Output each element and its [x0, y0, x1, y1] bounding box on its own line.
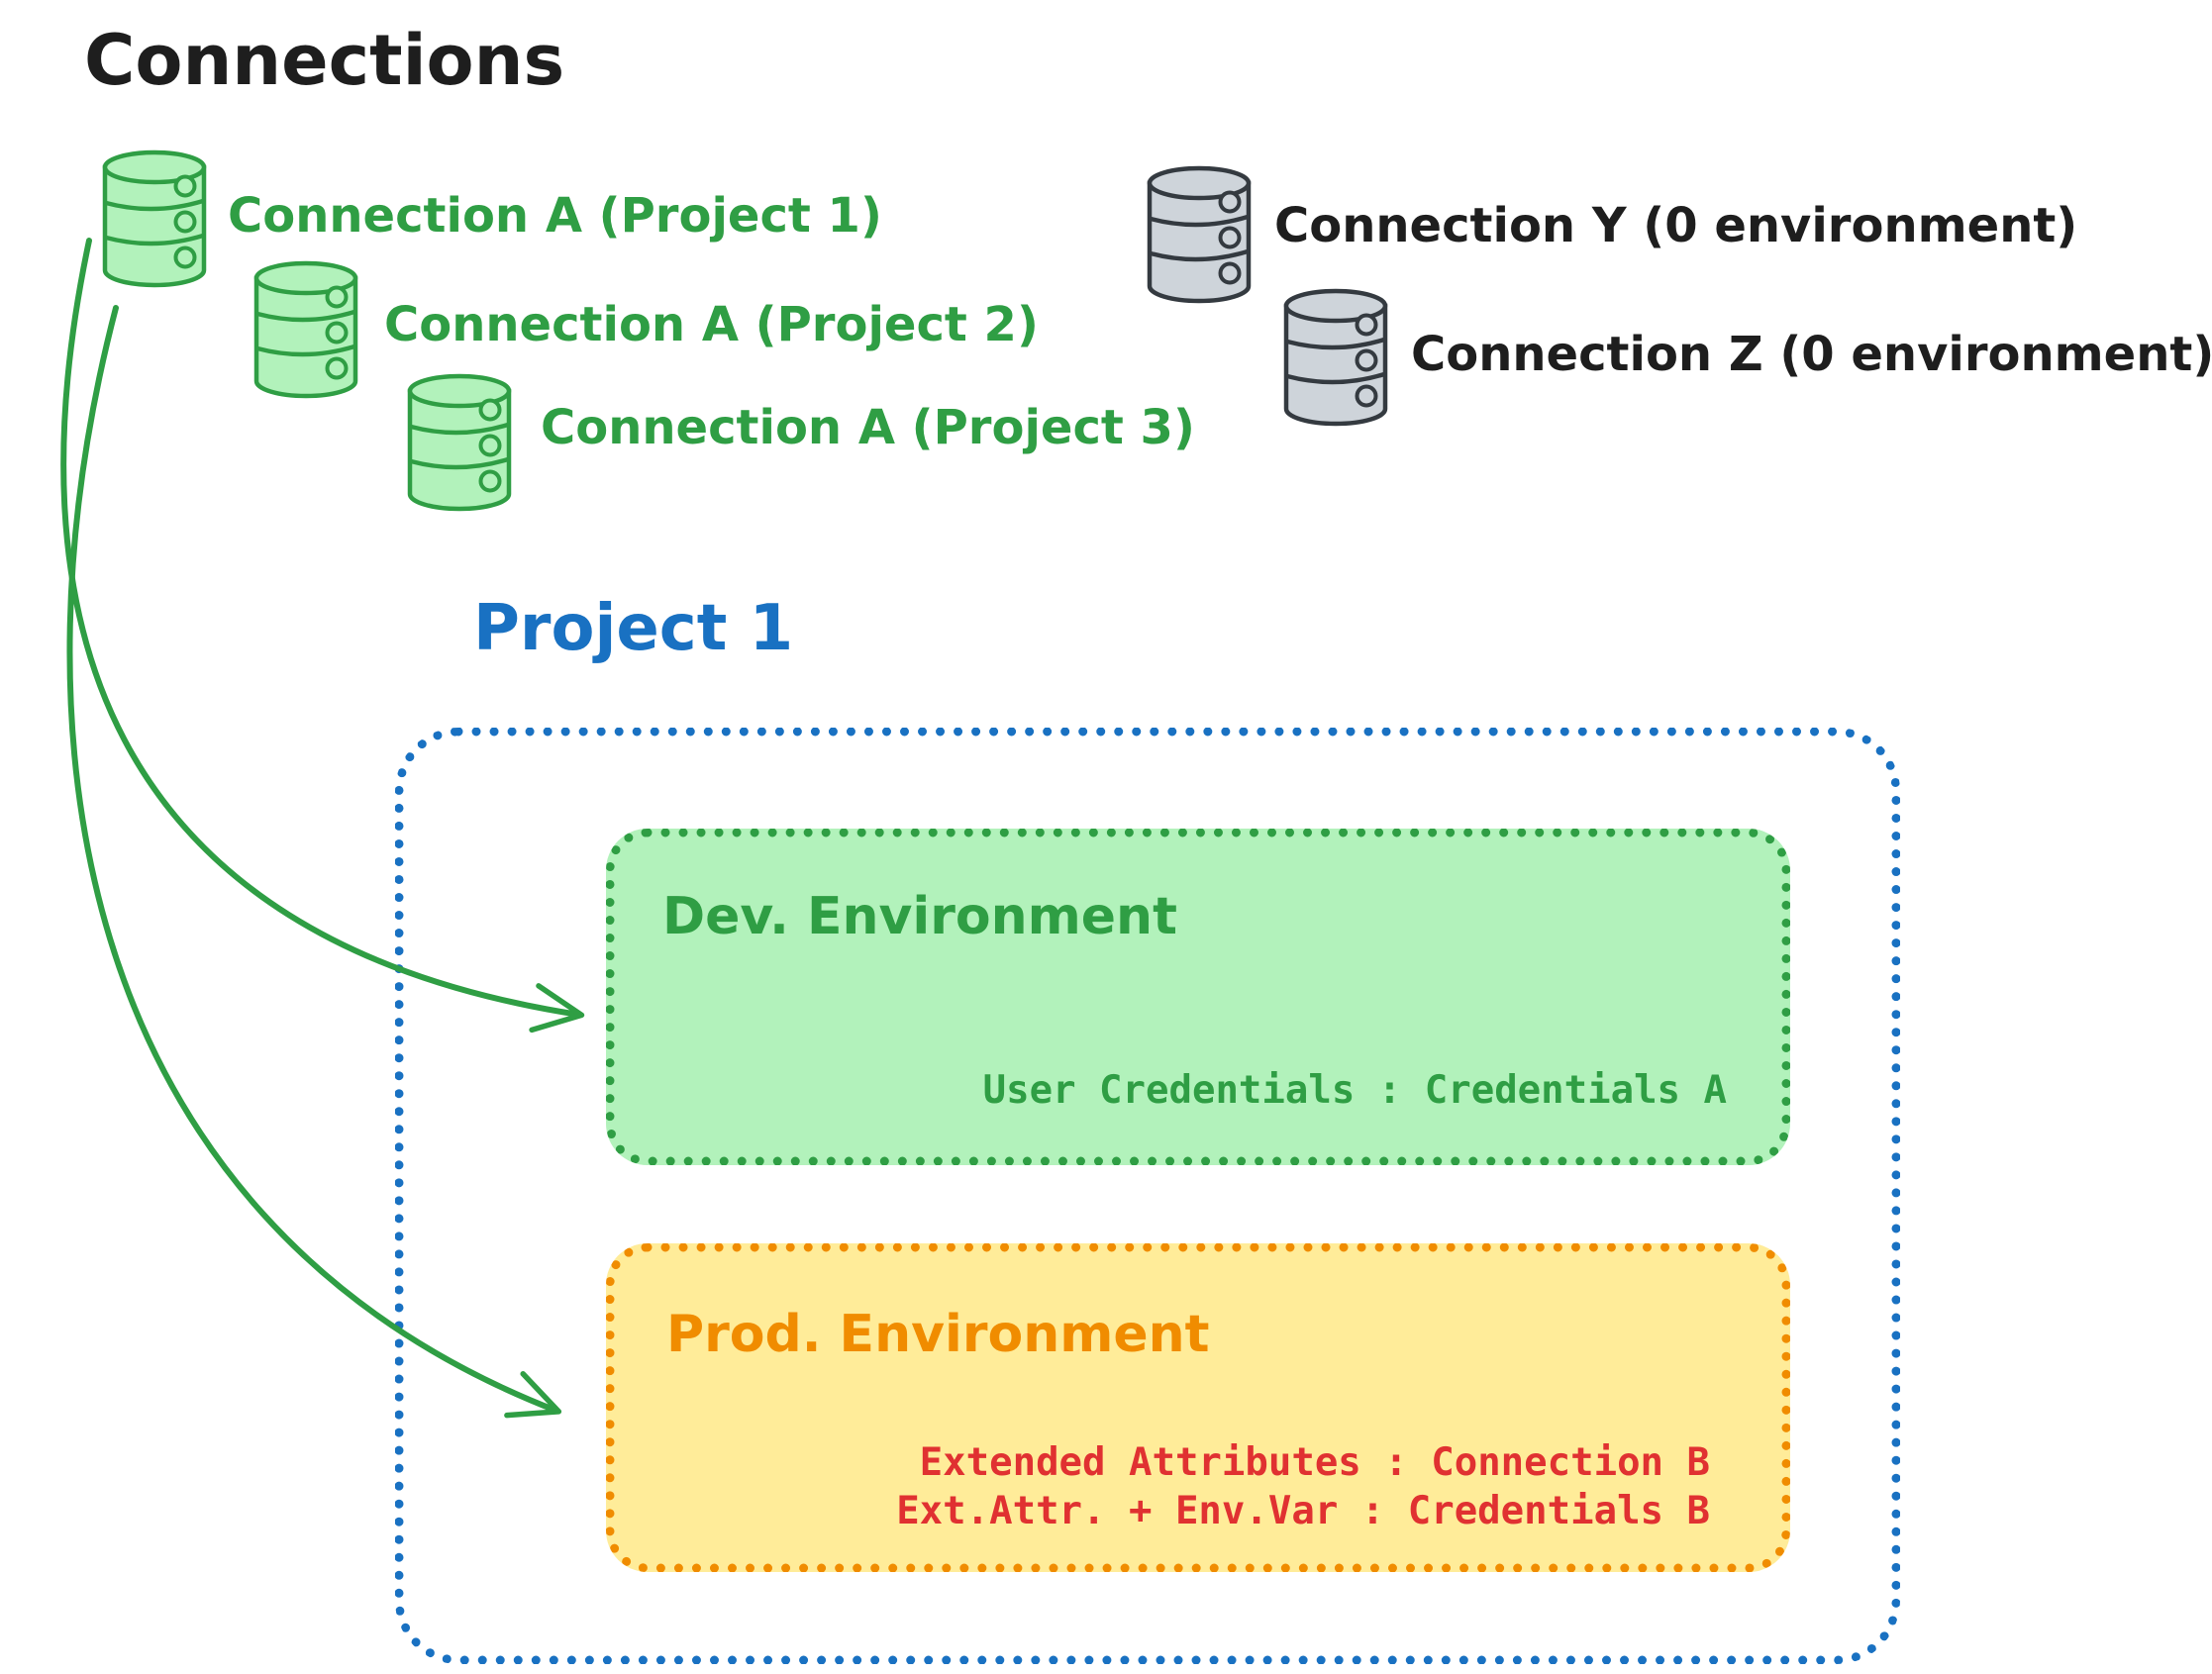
- project-1-title: Project 1: [473, 592, 794, 665]
- database-icon-connection-a-project-1: [102, 149, 207, 288]
- prod-extended-attributes-text: Extended Attributes : Connection B: [919, 1440, 1710, 1486]
- prod-environment-title: Prod. Environment: [666, 1305, 1210, 1364]
- database-icon-connection-a-project-3: [407, 373, 512, 512]
- dev-environment-credentials-text: User Credentials : Credentials A: [982, 1067, 1727, 1113]
- diagram-title: Connections: [84, 20, 565, 101]
- prod-environment-bindings-text: Extended Attributes : Connection B Ext.A…: [896, 1439, 1710, 1535]
- connection-z-label: Connection Z (0 environment): [1411, 327, 2212, 382]
- connection-a-project-3-label: Connection A (Project 3): [541, 400, 1195, 455]
- database-icon-connection-y: [1147, 165, 1252, 304]
- prod-environment-box: Prod. Environment Extended Attributes : …: [606, 1243, 1790, 1572]
- connection-a-project-1-label: Connection A (Project 1): [228, 188, 882, 244]
- database-icon-connection-a-project-2: [253, 260, 358, 399]
- connection-y-label: Connection Y (0 environment): [1274, 198, 2078, 253]
- dev-environment-title: Dev. Environment: [662, 887, 1177, 946]
- database-icon-connection-z: [1283, 288, 1388, 427]
- dev-environment-box: Dev. Environment User Credentials : Cred…: [606, 829, 1790, 1165]
- prod-ext-attr-env-var-text: Ext.Attr. + Env.Var : Credentials B: [896, 1488, 1710, 1533]
- connection-a-project-2-label: Connection A (Project 2): [384, 297, 1039, 352]
